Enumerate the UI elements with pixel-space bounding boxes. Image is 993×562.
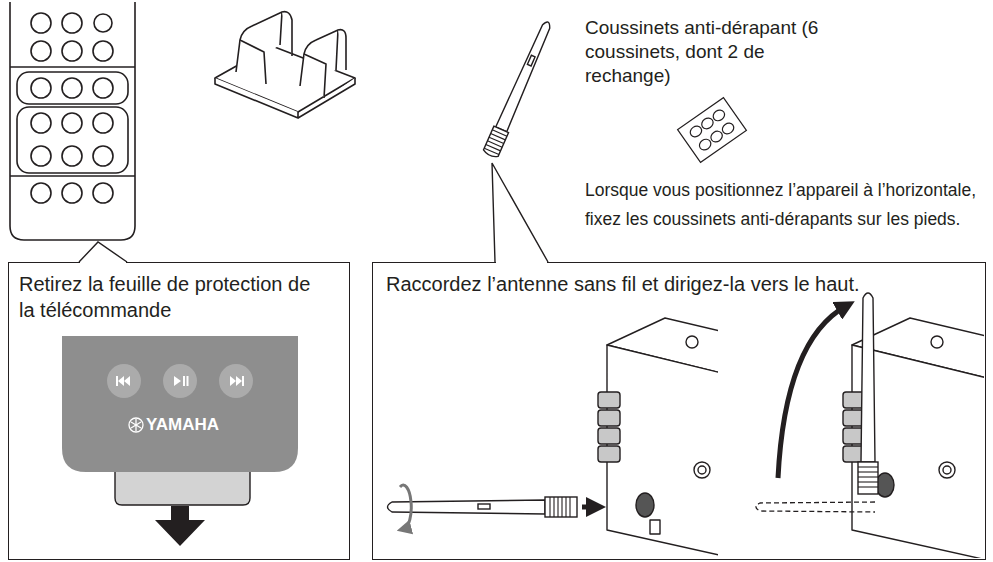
brand-logo: YAMAHA	[146, 415, 266, 435]
insert-arrow	[582, 505, 596, 510]
instruction-box: Retirez la feuille de protection de la t…	[8, 262, 350, 560]
box-text: Raccordez l’antenne sans fil et dirigez-…	[386, 271, 976, 297]
leader-line	[492, 163, 548, 262]
leader-line	[79, 242, 127, 262]
anti-slip-pads	[678, 98, 747, 163]
box-text: Retirez la feuille de protection de la t…	[19, 271, 319, 323]
instruction-box: Raccordez l’antenne sans fil et dirigez-…	[372, 262, 986, 560]
antenna-dashed	[756, 502, 875, 512]
antenna-vertical	[858, 293, 878, 494]
antenna	[482, 19, 555, 159]
antenna-horizontal	[388, 497, 578, 517]
raise-arrow	[778, 306, 846, 478]
stand	[215, 12, 355, 118]
remote-control	[10, 2, 135, 240]
note-text: Lorsque vous positionnez l’appareil à l’…	[585, 176, 990, 234]
part-name: Coussinets anti-dérapant (6 coussinets, …	[585, 16, 823, 88]
remote-bottom	[62, 336, 298, 546]
rotate-arrow	[400, 485, 411, 529]
device-step-1	[598, 318, 718, 558]
